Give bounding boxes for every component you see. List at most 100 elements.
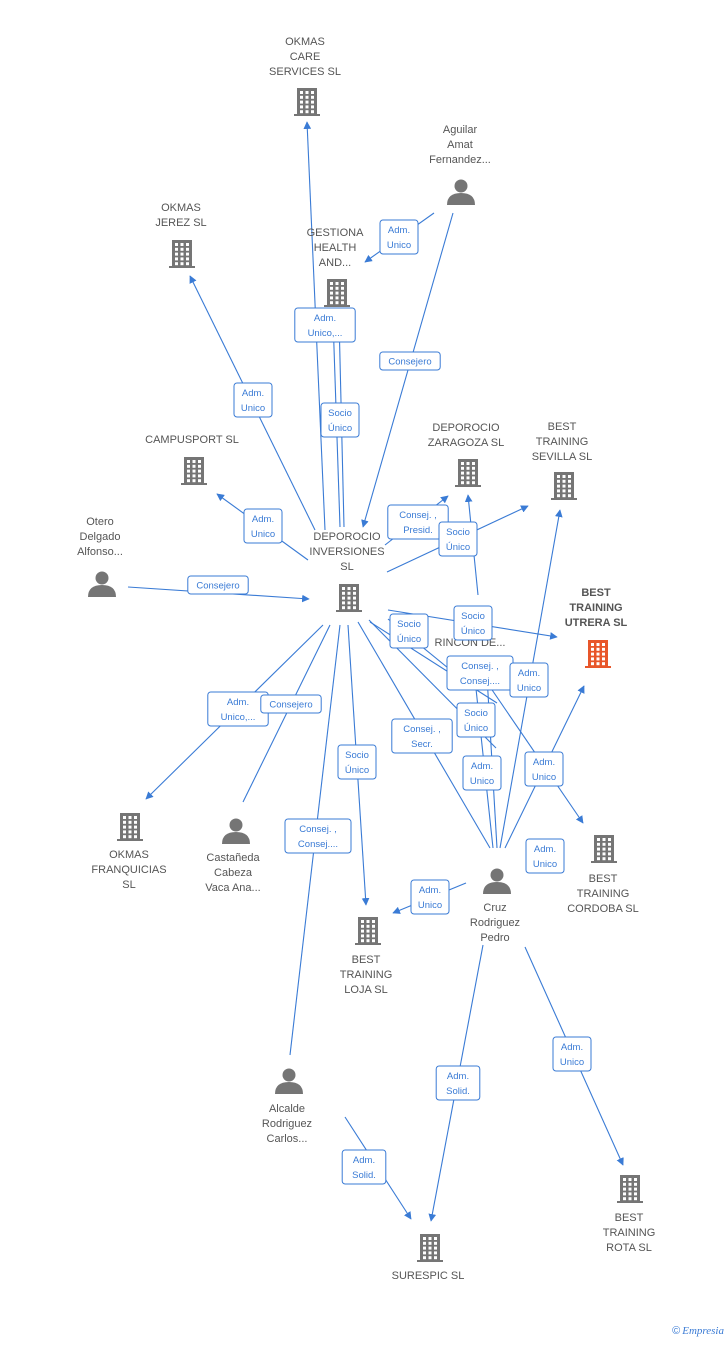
building-icon[interactable] (336, 584, 362, 612)
edge-label-line: Unico (387, 240, 411, 251)
building-icon[interactable] (417, 1234, 443, 1262)
edge-label-line: Consejero (269, 700, 312, 711)
node-label-line: CORDOBA SL (567, 903, 639, 915)
edge-label-e3[interactable]: Consejero (379, 351, 441, 371)
edge-label-line: Consej. , (299, 824, 337, 835)
building-icon-highlighted[interactable] (585, 640, 611, 668)
person-icon[interactable] (447, 179, 475, 206)
edge-label-text: Adm.Unico (517, 668, 541, 694)
person-icon[interactable] (483, 868, 511, 895)
edge-label-text: Consej. ,Consej.... (298, 824, 338, 850)
node-label-line: INVERSIONES (309, 546, 384, 558)
node-label-line: BEST (548, 421, 577, 433)
building-icon[interactable] (181, 457, 207, 485)
node-surespic[interactable]: SURESPIC SL (392, 1234, 465, 1282)
edge-label-box (435, 1065, 481, 1101)
edge-label-e22[interactable]: Adm.Unico (525, 838, 565, 874)
edge-label-e15[interactable]: Consejero (260, 694, 322, 714)
person-icon[interactable] (222, 818, 250, 845)
edge-label-e25[interactable]: Adm.Unico (552, 1036, 592, 1072)
node-label-line: OKMAS (285, 36, 325, 48)
edge-label-e26[interactable]: Adm.Solid. (341, 1149, 387, 1185)
edge-label-e4[interactable]: Adm.Unico (233, 382, 273, 418)
edge-label-text: Adm.Solid. (352, 1155, 376, 1181)
node-label-line: Alfonso... (77, 546, 123, 558)
node-label-line: BEST (615, 1212, 644, 1224)
node-label-line: HEALTH (314, 242, 357, 254)
edge-label-line: Secr. (411, 739, 433, 750)
edge-label-e19[interactable]: Adm.Unico (462, 755, 502, 791)
edge-label-e16[interactable]: Consej. ,Secr. (391, 718, 453, 754)
edge-label-text: Adm.Unico (251, 514, 275, 540)
building-icon[interactable] (169, 240, 195, 268)
edge-label-e1[interactable]: Adm.Unico (379, 219, 419, 255)
node-campusport[interactable]: CAMPUSPORT SL (145, 434, 239, 485)
edge-label-e7[interactable]: Consej. ,Presid. (387, 504, 449, 540)
edge-label-box (341, 1149, 387, 1185)
edge-label-line: Consej. , (461, 661, 499, 672)
edge-label-box (187, 575, 249, 595)
node-label-line: TRAINING (340, 969, 393, 981)
building-icon[interactable] (117, 813, 143, 841)
edge-label-line: Socio (397, 619, 421, 630)
building-icon[interactable] (551, 472, 577, 500)
edge-label-line: Adm. (419, 885, 441, 896)
person-icon[interactable] (88, 571, 116, 598)
building-icon[interactable] (355, 917, 381, 945)
edge-label-e2[interactable]: Adm.Unico,... (294, 307, 356, 343)
edge-label-line: Adm. (534, 844, 556, 855)
edge-label-e12[interactable]: Consej. ,Consej.... (446, 655, 514, 691)
node-label-line: ROTA SL (606, 1242, 652, 1254)
edge-label-e9[interactable]: Consejero (187, 575, 249, 595)
edge-label-e24[interactable]: Adm.Solid. (435, 1065, 481, 1101)
building-icon[interactable] (294, 88, 320, 116)
edge-label-line: Unico,... (221, 712, 256, 723)
node-label-line: Fernandez... (429, 154, 491, 166)
edge-label-e6[interactable]: Adm.Unico (243, 508, 283, 544)
building-icon[interactable] (324, 279, 350, 307)
edge-label-e13[interactable]: Adm.Unico (509, 662, 549, 698)
edge-label-e21[interactable]: Consej. ,Consej.... (284, 818, 352, 854)
building-icon[interactable] (591, 835, 617, 863)
building-icon[interactable] (455, 459, 481, 487)
edge-label-text: Adm.Unico (387, 225, 411, 251)
edge-label-e23[interactable]: Adm.Unico (410, 879, 450, 915)
edge-label-e14[interactable]: Adm. Unico,... (207, 691, 269, 727)
node-label-line: Rodriguez (262, 1118, 312, 1130)
edge-label-line: Adm. (227, 697, 249, 708)
node-label-line: SL (340, 561, 353, 573)
edge-label-line: Socio (446, 527, 470, 538)
building-icon[interactable] (617, 1175, 643, 1203)
person-icon[interactable] (275, 1068, 303, 1095)
edge-label-e20[interactable]: Adm.Unico (524, 751, 564, 787)
